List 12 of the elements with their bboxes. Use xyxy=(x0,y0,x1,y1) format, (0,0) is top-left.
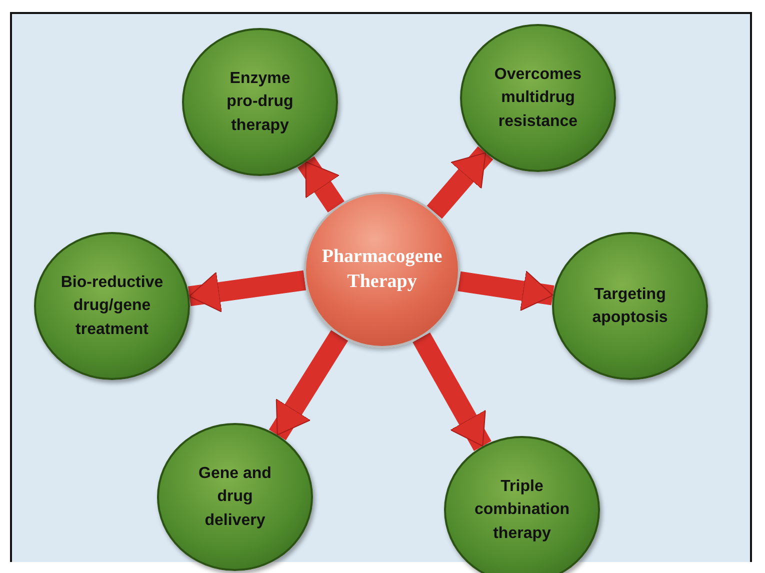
topic-text: Gene and drug delivery xyxy=(198,464,272,531)
topic-text: Overcomes multidrug resistance xyxy=(493,65,583,132)
arrow xyxy=(268,330,348,440)
topic-text: Targeting apoptosis xyxy=(591,284,669,328)
topic-text: Enzyme pro-drug therapy xyxy=(226,69,294,136)
topic-text: Triple combination therapy xyxy=(473,477,571,544)
title-text: Pharmacogene Therapy xyxy=(320,245,444,294)
arrow xyxy=(458,270,554,312)
arrow xyxy=(412,332,492,452)
topic-text: Bio-reductive drug/gene treatment xyxy=(60,273,164,340)
arrow xyxy=(188,270,306,312)
arrow xyxy=(426,146,494,219)
